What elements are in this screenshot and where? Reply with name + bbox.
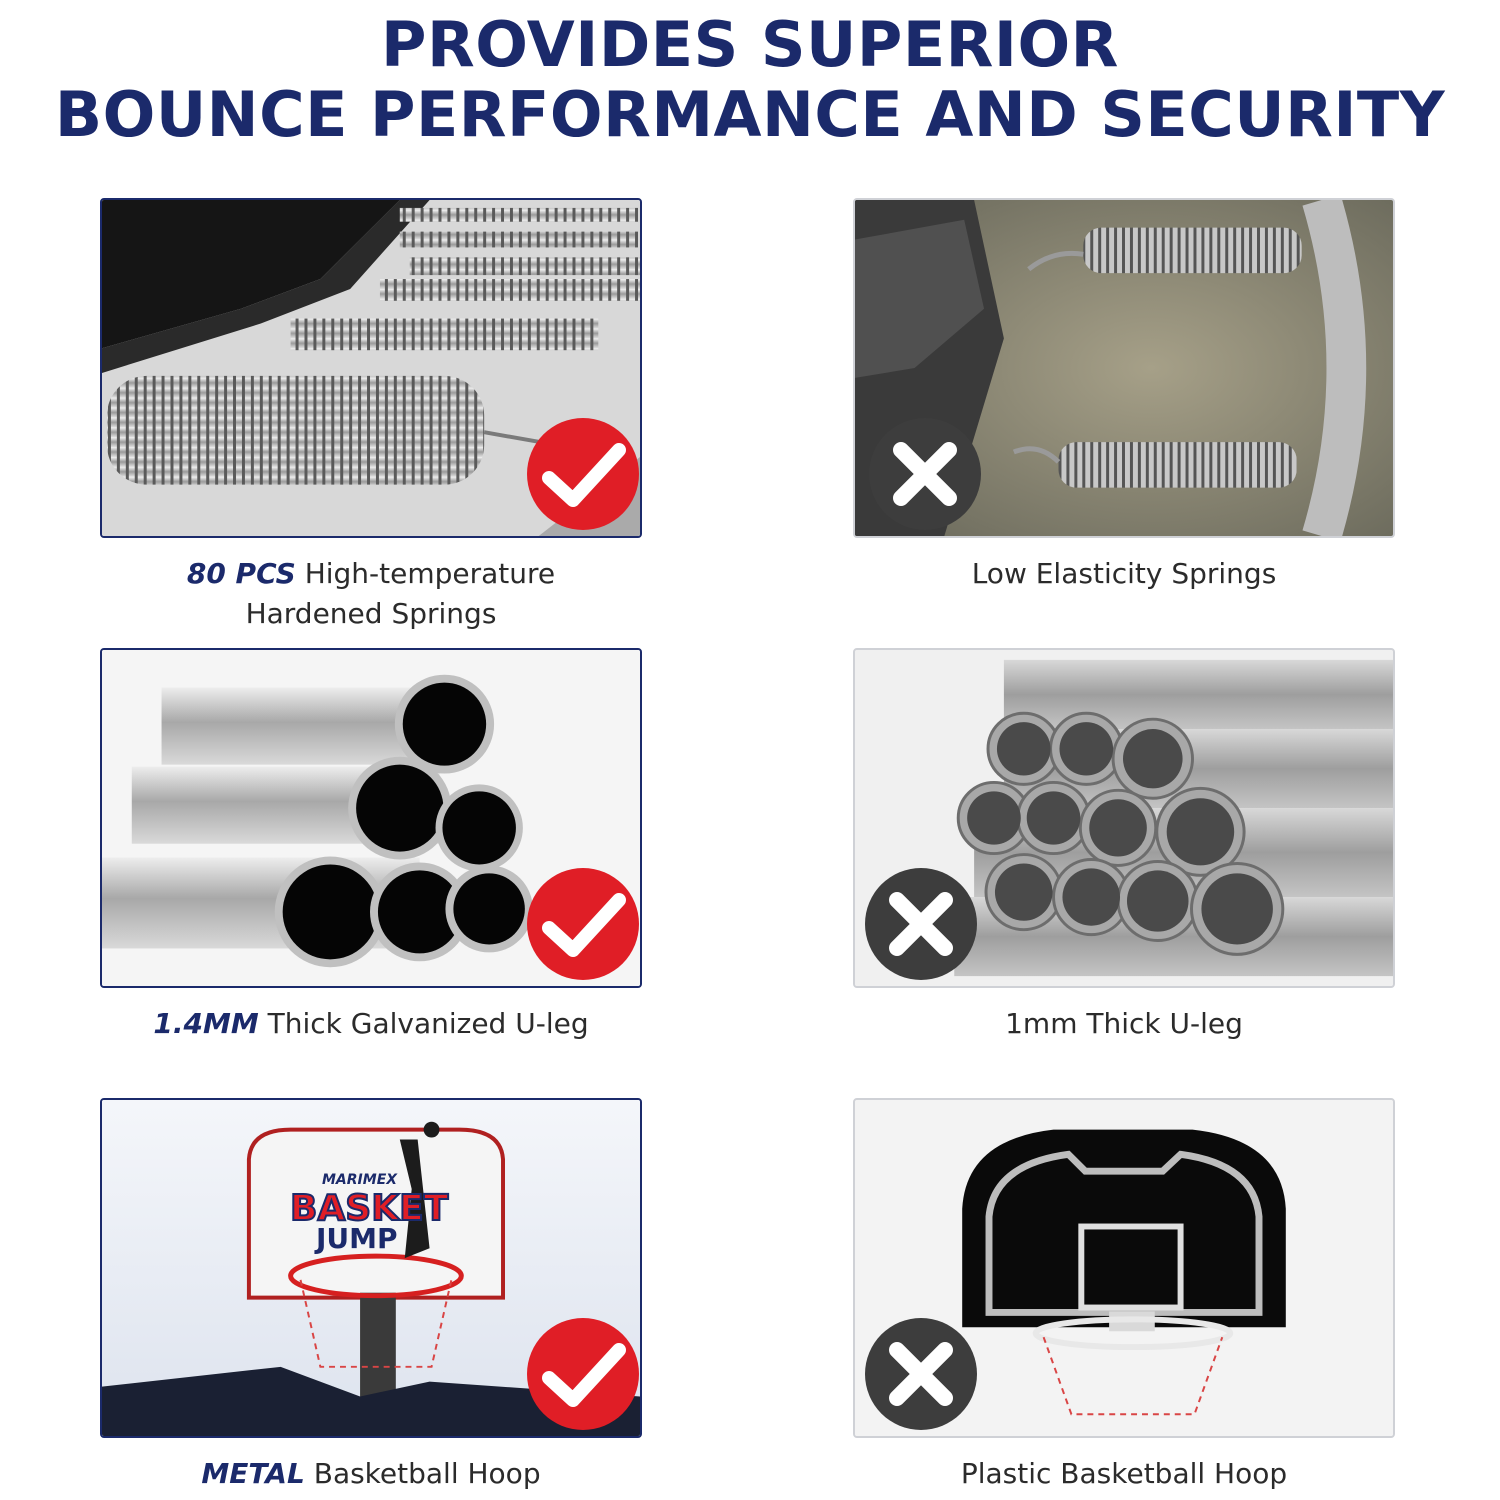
good-springs-caption: 80 PCS High-temperature Hardened Springs [186, 557, 556, 630]
x-icon [889, 1342, 953, 1406]
marimex-logo-small: MARIMEX [322, 1172, 398, 1188]
basket-logo: BASKET [289, 1187, 449, 1230]
bad-springs-photo [853, 198, 1395, 538]
good-hoop-caption: METAL Basketball Hoop [201, 1457, 541, 1490]
bad-hoop-caption: Plastic Basketball Hoop [960, 1457, 1288, 1490]
good-hoop-photo: MARIMEX BASKET JUMP [100, 1098, 642, 1438]
checkmark-icon [542, 1343, 626, 1407]
x-badge [869, 418, 981, 530]
good-springs-photo [100, 198, 642, 538]
bad-tubes-photo [853, 648, 1395, 988]
bad-tubes-caption: 1mm Thick U-leg [1005, 1007, 1243, 1040]
x-badge [865, 1318, 977, 1430]
jump-logo: JUMP [316, 1222, 398, 1255]
checkmark-icon [542, 893, 626, 957]
bad-hoop-photo [853, 1098, 1395, 1438]
headline-line-1: PROVIDES SUPERIOR [381, 8, 1119, 81]
checkmark-icon [542, 443, 626, 507]
x-icon [889, 892, 953, 956]
headline-line-2: BOUNCE PERFORMANCE AND SECURITY [54, 78, 1446, 151]
x-icon [893, 442, 957, 506]
check-badge [527, 868, 639, 980]
x-badge [865, 868, 977, 980]
good-tubes-caption: 1.4MM Thick Galvanized U-leg [153, 1007, 589, 1040]
bad-springs-caption: Low Elasticity Springs [971, 557, 1277, 590]
check-badge [527, 1318, 639, 1430]
good-tubes-photo [100, 648, 642, 988]
check-badge [527, 418, 639, 530]
